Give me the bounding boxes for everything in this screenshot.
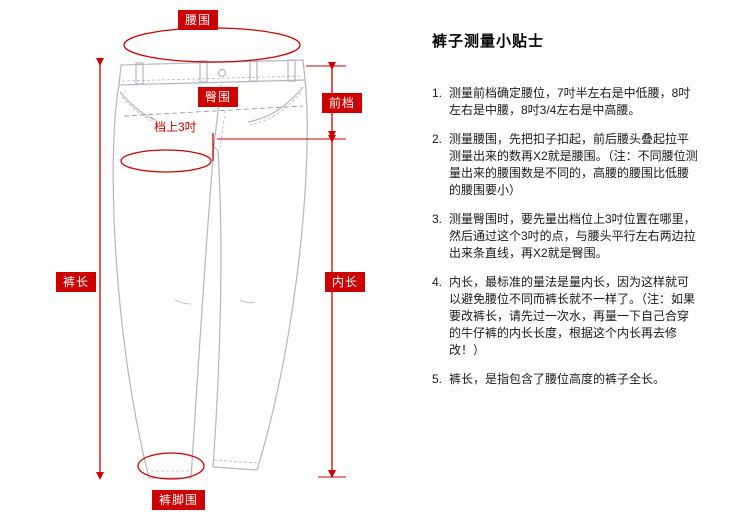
tip-text: 测量腰围，先把扣子扣起，前后腰头叠起拉平测量出来的数再X2就是腰围。（注：不同腰… [449, 132, 698, 197]
waist-label: 腰围 [178, 10, 219, 30]
tip-item-5: 5. 裤长，是指包含了腰位高度的裤子全长。 [432, 371, 700, 388]
tip-number: 2. [432, 132, 443, 146]
tip-item-3: 3. 测量臀围时，要先量出档位上3吋位置在哪里，然后通过这个3吋的点，与腰头平行… [432, 211, 700, 262]
pants-measurement-diagram: 腰围 臀围 前档 档上3吋 裤长 内长 裤脚围 [56, 10, 366, 510]
tip-text: 测量臀围时，要先量出档位上3吋位置在哪里，然后通过这个3吋的点，与腰头平行左右两… [449, 212, 696, 260]
tip-text: 测量前档确定腰位，7吋半左右是中低腰，8吋左右是中腰，8吋3/4左右是中高腰。 [449, 86, 691, 117]
tip-item-2: 2. 测量腰围，先把扣子扣起，前后腰头叠起拉平测量出来的数再X2就是腰围。（注：… [432, 131, 700, 199]
above-crotch-label: 档上3吋 [152, 120, 199, 134]
leg-opening-label: 裤脚围 [152, 490, 206, 510]
jeans-outline [112, 59, 308, 479]
tip-text: 内长，最标准的量法是量内长，因为这样就可以避免腰位不同而裤长就不一样了。（注：如… [449, 275, 696, 357]
tip-item-4: 4. 内长，最标准的量法是量内长，因为这样就可以避免腰位不同而裤长就不一样了。（… [432, 274, 700, 359]
front-rise-label: 前档 [322, 93, 363, 113]
tip-item-1: 1. 测量前档确定腰位，7吋半左右是中低腰，8吋左右是中腰，8吋3/4左右是中高… [432, 85, 700, 119]
hem-ellipse [137, 452, 205, 480]
pants-length-label: 裤长 [56, 272, 97, 292]
tip-number: 3. [432, 212, 443, 226]
tip-number: 4. [432, 275, 443, 289]
inseam-label: 内长 [325, 272, 366, 292]
hip-label: 臀围 [198, 87, 239, 107]
pants-line-drawing [96, 27, 346, 480]
measurement-marks [96, 27, 346, 480]
thigh-ellipse [120, 149, 212, 173]
tip-text: 裤长，是指包含了腰位高度的裤子全长。 [449, 372, 666, 386]
waist-ellipse [123, 27, 301, 63]
tip-number: 5. [432, 372, 443, 386]
tips-panel: 裤子测量小贴士 1. 测量前档确定腰位，7吋半左右是中低腰，8吋左右是中腰，8吋… [432, 30, 700, 400]
tip-number: 1. [432, 86, 443, 100]
tips-title: 裤子测量小贴士 [432, 33, 545, 50]
